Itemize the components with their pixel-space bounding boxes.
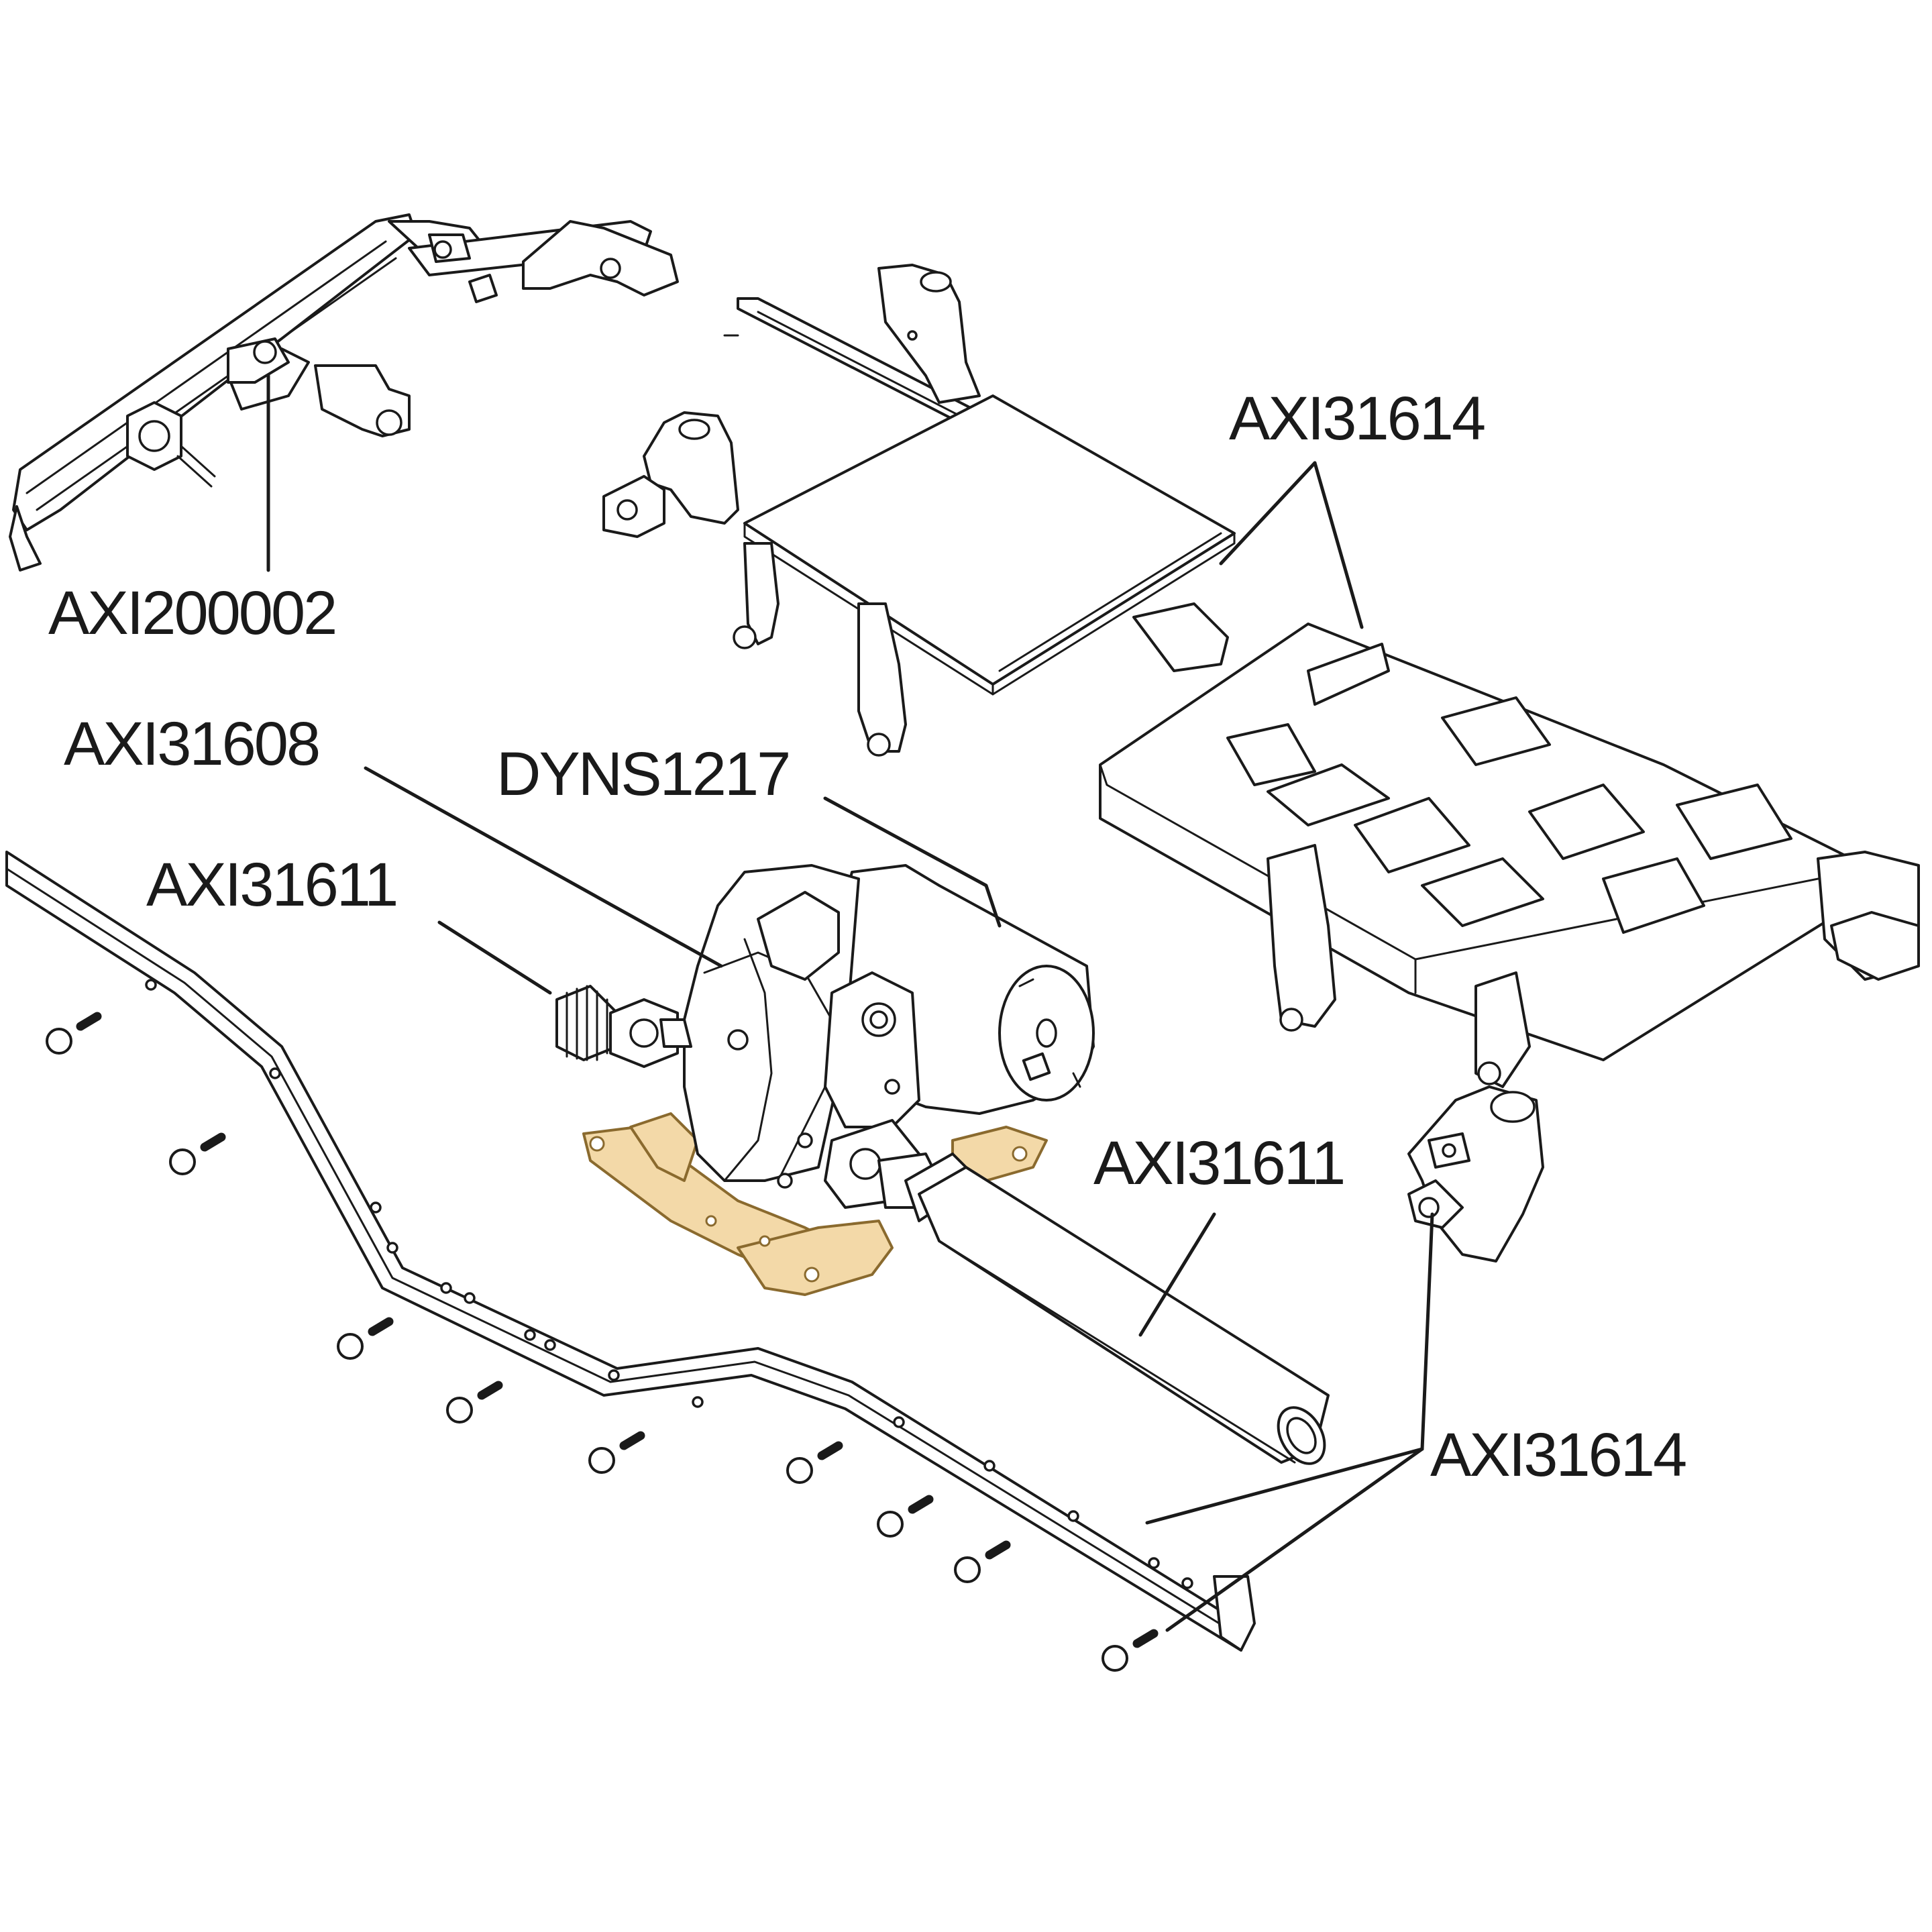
label-axi200002: AXI200002 <box>48 579 335 647</box>
rear-driveshaft <box>824 1119 1330 1465</box>
label-axi31611-rear: AXI31611 <box>1093 1129 1344 1197</box>
screw <box>169 1132 226 1175</box>
screw <box>46 1012 102 1055</box>
screw <box>337 1317 394 1360</box>
label-axi31614-bottom: AXI31614 <box>1430 1421 1686 1489</box>
screw <box>446 1381 503 1424</box>
leader-axi31608 <box>364 766 723 968</box>
front-bumper-assembly <box>9 213 679 572</box>
screw <box>588 1431 645 1474</box>
leader-axi31611-front <box>437 920 552 995</box>
part-labels: AXI200002 AXI31614 AXI31608 DYNS1217 AXI… <box>48 384 1688 1489</box>
screw <box>786 1441 843 1484</box>
label-axi31611-front: AXI31611 <box>146 851 396 919</box>
screw <box>877 1495 934 1538</box>
label-axi31614-top: AXI31614 <box>1229 384 1485 453</box>
leader-axi31614-bottom-c <box>1165 1447 1424 1632</box>
leader-lines <box>266 374 1434 1632</box>
skid-plate <box>1099 623 1920 1088</box>
front-output-driveshaft <box>555 985 692 1068</box>
transmission-mount-highlighted <box>582 1112 1048 1296</box>
frame-screws <box>46 1012 1159 1672</box>
leader-axi31614-bottom-a <box>1420 1212 1434 1451</box>
label-axi31608: AXI31608 <box>64 710 319 778</box>
shock-mount-bracket <box>1407 1085 1544 1263</box>
leader-axi31614-top-a <box>1219 461 1317 566</box>
leader-axi31614-top-b <box>1313 461 1364 629</box>
leader-axi31614-bottom-b <box>1145 1447 1424 1525</box>
transmission-assembly <box>683 864 1095 1189</box>
screw <box>954 1540 1011 1583</box>
screw <box>1102 1629 1159 1672</box>
label-dyns1217: DYNS1217 <box>496 740 789 808</box>
frame-rail <box>5 851 1256 1652</box>
leader-dyns1217 <box>823 796 1002 928</box>
leader-axi31611-rear <box>1138 1212 1216 1337</box>
upper-skid-assembly <box>602 264 1236 757</box>
